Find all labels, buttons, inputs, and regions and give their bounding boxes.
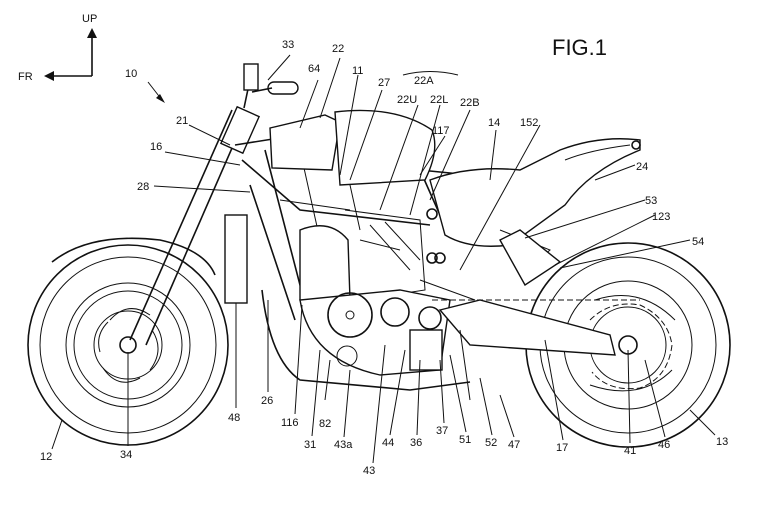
label-43: 43 — [363, 465, 375, 477]
radiator — [225, 215, 247, 303]
label-37: 37 — [436, 425, 448, 437]
label-82: 82 — [319, 418, 331, 430]
label-46: 46 — [658, 439, 670, 451]
label-117: 117 — [432, 125, 450, 137]
label-17: 17 — [556, 442, 568, 454]
label-28: 28 — [137, 181, 149, 193]
label-123: 123 — [652, 211, 670, 223]
label-16: 16 — [150, 141, 162, 153]
label-152: 152 — [520, 117, 538, 129]
label-21: 21 — [176, 115, 188, 127]
label-64: 64 — [308, 63, 320, 75]
label-14: 14 — [488, 117, 500, 129]
label-116: 116 — [281, 417, 299, 429]
label-47: 47 — [508, 439, 520, 451]
label-51: 51 — [459, 434, 471, 446]
label-54: 54 — [692, 236, 704, 248]
label-53: 53 — [645, 195, 657, 207]
label-52: 52 — [485, 437, 497, 449]
label-22B: 22B — [460, 97, 480, 109]
label-24: 24 — [636, 161, 648, 173]
label-31: 31 — [304, 439, 316, 451]
label-22U: 22U — [397, 94, 417, 106]
label-22L: 22L — [430, 94, 448, 106]
label-43a: 43a — [334, 439, 353, 451]
label-10: 10 — [125, 68, 137, 80]
label-13: 13 — [716, 436, 728, 448]
label-48: 48 — [228, 412, 240, 424]
up-label: UP — [82, 13, 97, 25]
swingarm — [420, 280, 640, 400]
up-arrow-icon — [87, 28, 97, 38]
label-44: 44 — [382, 437, 394, 449]
direction-indicator: UP FR — [18, 13, 97, 83]
label-26: 26 — [261, 395, 273, 407]
label-27: 27 — [378, 77, 390, 89]
label-22: 22 — [332, 43, 344, 55]
label-22A: 22A — [414, 75, 434, 87]
engine — [300, 210, 450, 375]
label-33: 33 — [282, 39, 294, 51]
figure-title: FIG.1 — [552, 35, 607, 60]
label-41: 41 — [624, 445, 636, 457]
front-arrow-icon — [44, 71, 54, 81]
front-label: FR — [18, 71, 33, 83]
label-12: 12 — [40, 451, 52, 463]
front-fork — [130, 64, 298, 345]
label-36: 36 — [410, 437, 422, 449]
label-11: 11 — [352, 65, 363, 77]
label-34: 34 — [120, 449, 132, 461]
